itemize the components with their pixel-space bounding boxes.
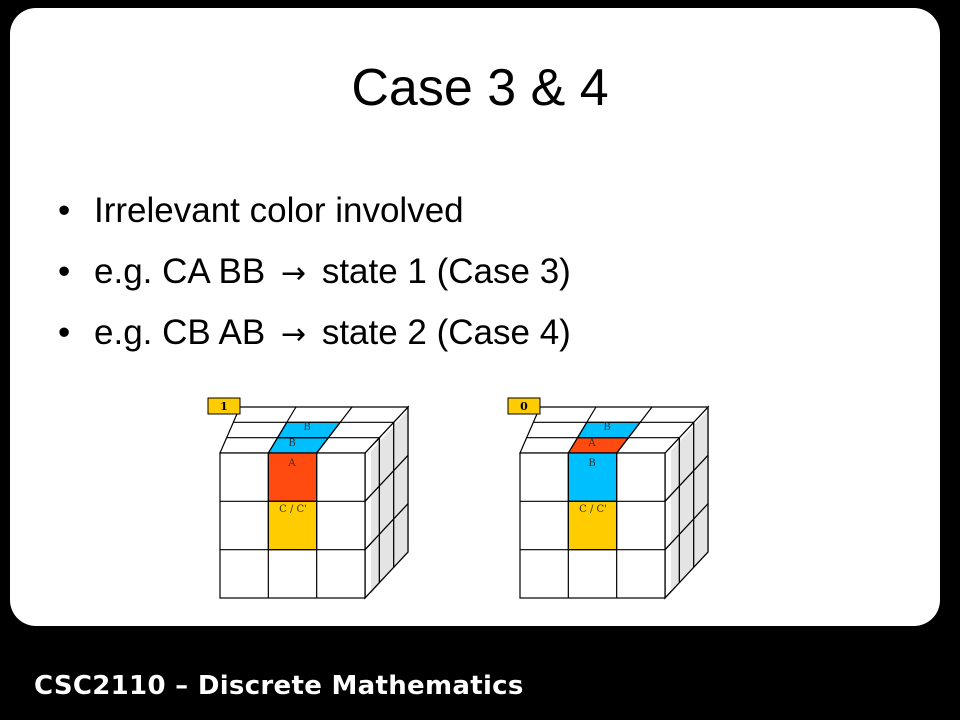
state-tag-label: 1 xyxy=(220,400,228,413)
cube-cell-label: B xyxy=(303,422,310,433)
cube-front-upper-cell xyxy=(567,452,618,502)
cube-grid-line xyxy=(616,406,653,454)
cube-grid-line xyxy=(567,406,597,454)
bullet-text: state 2 (Case 4) xyxy=(321,313,571,352)
cube-right-shade xyxy=(671,410,708,594)
slide-title: Case 3 & 4 xyxy=(351,59,609,117)
bullet-text: state 1 (Case 3) xyxy=(321,252,571,291)
state-tag-label: 0 xyxy=(520,400,528,413)
state-tag xyxy=(507,397,541,415)
bullet-item: e.g. CB AB → state 2 (Case 4) xyxy=(58,302,571,363)
cube-cell-label: A xyxy=(287,458,296,469)
bullet-list: Irrelevant color involved e.g. CA BB → s… xyxy=(58,180,571,363)
bullet-item: Irrelevant color involved xyxy=(58,180,571,241)
cube-cell-label: C / C' xyxy=(579,504,607,515)
cube-cell-label: B xyxy=(288,438,295,449)
bullet-text: e.g. CA BB xyxy=(94,252,266,291)
course-footer: CSC2110 – Discrete Mathematics xyxy=(34,671,524,701)
cube-cell-label: C / C' xyxy=(279,504,307,515)
cube-grid-line xyxy=(664,503,709,551)
cube-grid-line xyxy=(316,406,353,454)
cube-cell-label: B xyxy=(603,422,610,433)
cube-cell-label: A xyxy=(587,438,596,449)
cube-grid-line xyxy=(267,406,297,454)
cube-grid-line xyxy=(364,454,409,502)
cube-diagram-right: BAB C / C' 0 xyxy=(507,397,710,600)
cube-cell-label: B xyxy=(588,458,595,469)
cube-grid-line xyxy=(664,454,709,502)
bullet-text: e.g. CB AB xyxy=(94,313,266,352)
cube-front-lower-cell xyxy=(567,500,618,551)
bullet-item: e.g. CA BB → state 1 (Case 3) xyxy=(58,241,571,302)
right-arrow-icon: → xyxy=(280,317,307,352)
right-arrow-icon: → xyxy=(280,256,307,291)
cube-right-shade xyxy=(371,410,408,594)
bullet-text: Irrelevant color involved xyxy=(94,191,464,230)
state-tag xyxy=(207,397,241,415)
cube-grid-line xyxy=(364,503,409,551)
